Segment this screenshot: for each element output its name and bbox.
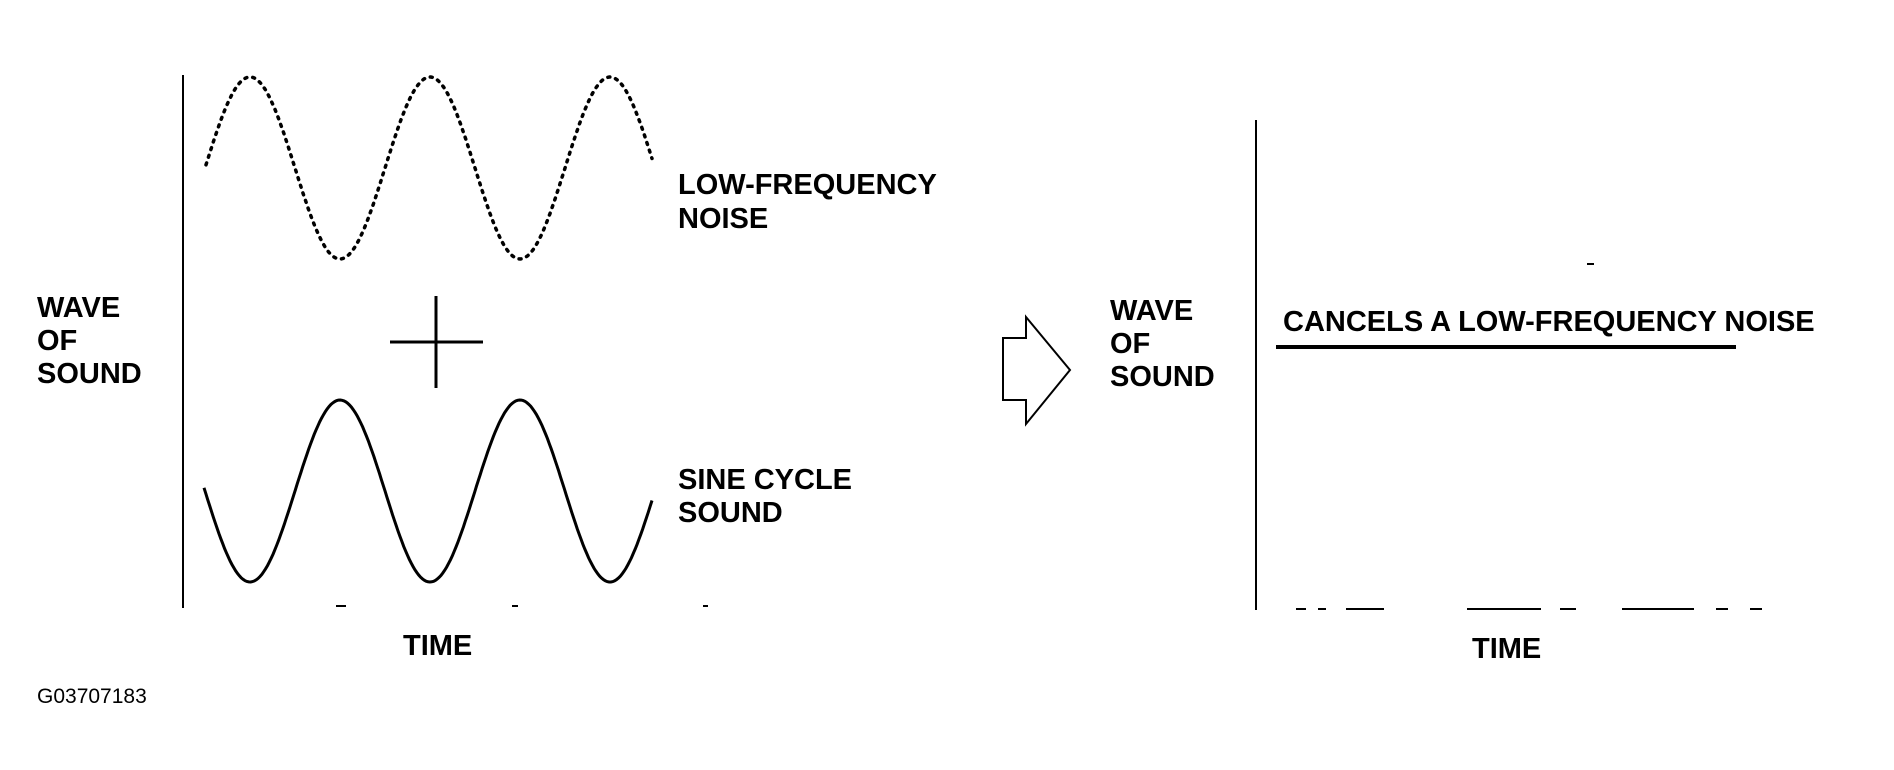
noise-label: LOW-FREQUENCY NOISE [678, 169, 944, 235]
sine-label: SINE CYCLE SOUND [678, 464, 860, 529]
left-y-axis-label: WAVE OF SOUND [37, 292, 142, 390]
right-y-axis-label: WAVE OF SOUND [1110, 295, 1215, 393]
result-label: CANCELS A LOW-FREQUENCY NOISE [1283, 306, 1815, 338]
plus-sign [390, 296, 483, 388]
sine-cycle-sound-wave [202, 398, 654, 584]
right-x-axis-label: TIME [1472, 633, 1541, 665]
left-panel: WAVE OF SOUND LOW-FREQUENCY NOISE SINE C… [37, 75, 944, 662]
left-x-axis-label: TIME [403, 630, 472, 662]
right-panel: WAVE OF SOUND CANCELS A LOW-FREQUENCY NO… [1110, 120, 1815, 665]
figure-id: G03707183 [37, 685, 147, 708]
hollow-right-arrow-icon [1002, 314, 1072, 427]
low-frequency-noise-wave [204, 75, 654, 261]
